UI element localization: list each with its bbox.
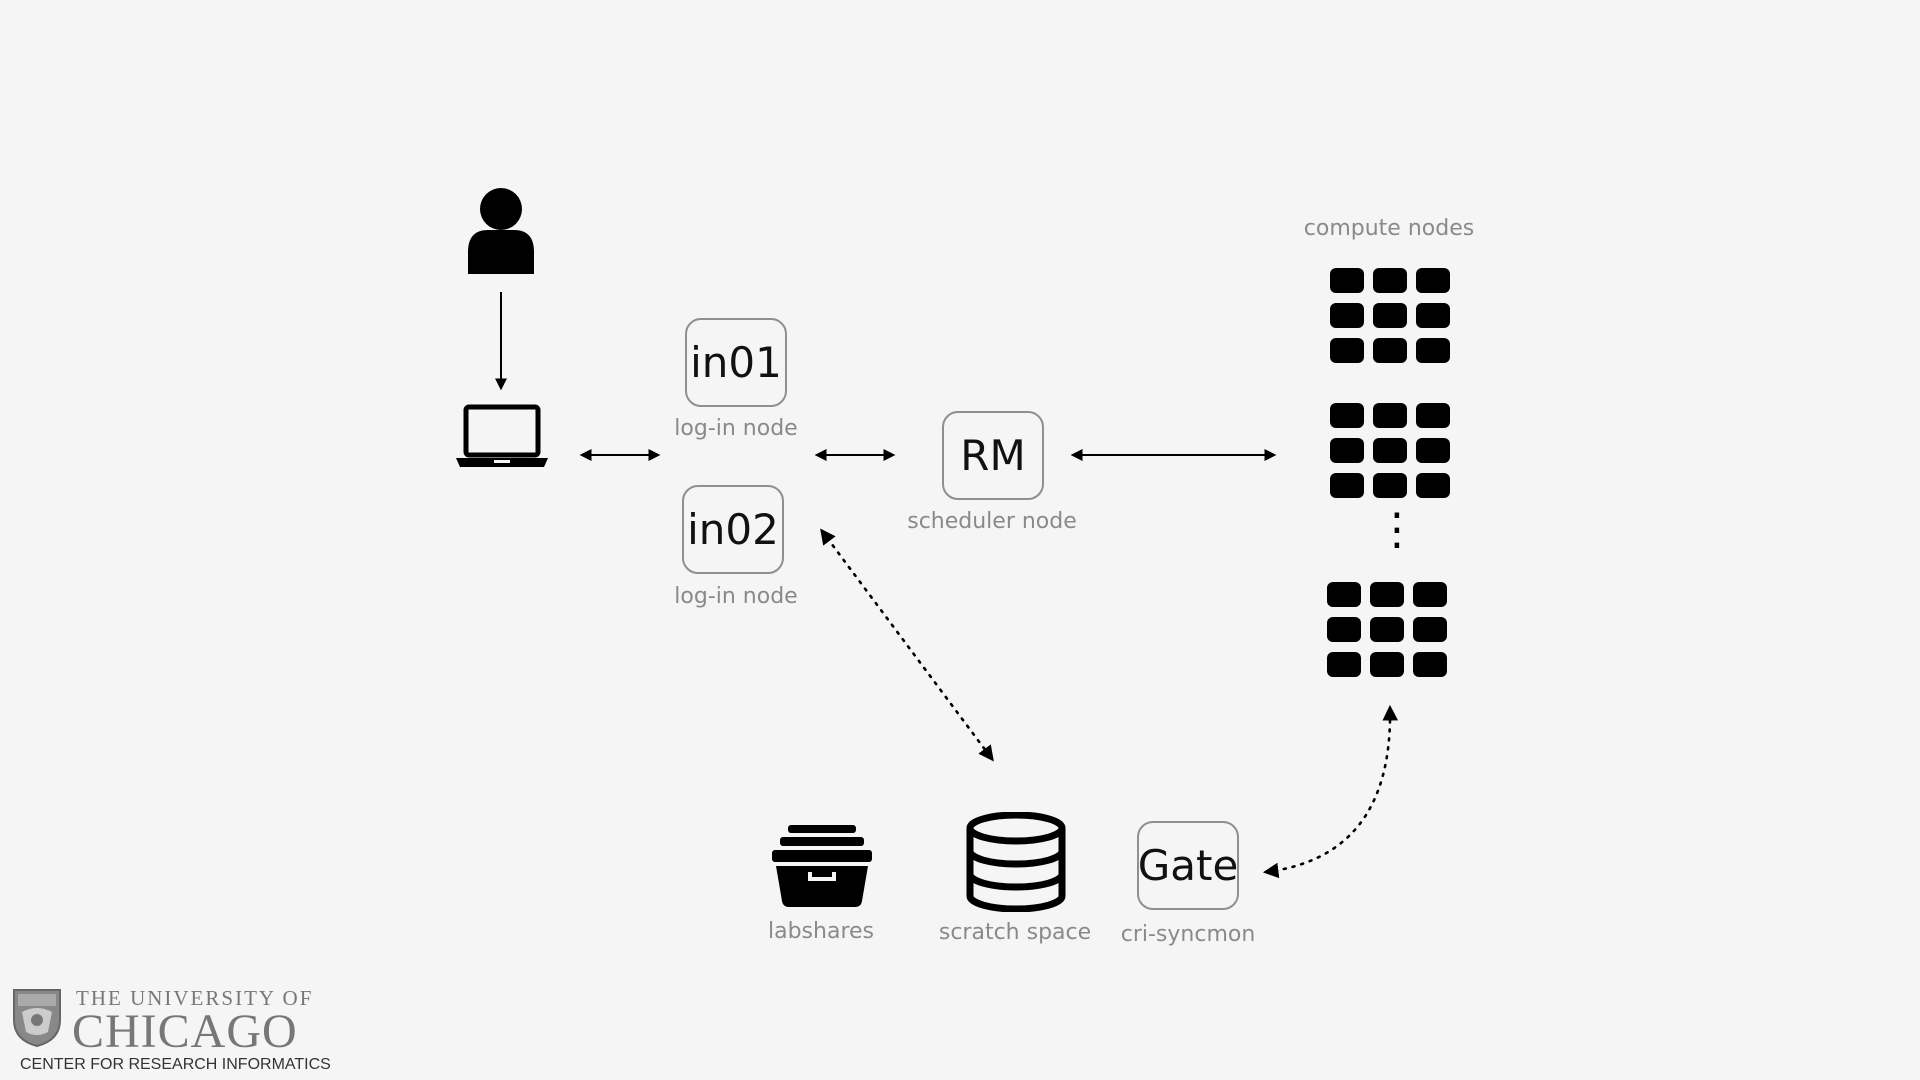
- logo-line-chicago: CHICAGO: [72, 1005, 298, 1058]
- compute-nodes-label: compute nodes: [1303, 216, 1475, 241]
- logo-line-center: CENTER FOR RESEARCH INFORMATICS: [20, 1056, 331, 1073]
- gate-node-label: cri-syncmon: [1120, 922, 1256, 947]
- scheduler-node-label: scheduler node: [907, 509, 1077, 534]
- gate-node-box[interactable]: Gate: [1137, 821, 1239, 910]
- server-grid-icon: [1330, 268, 1450, 363]
- university-logo: THE UNIVERSITY OF CHICAGO CENTER FOR RES…: [12, 986, 332, 1076]
- university-crest-icon: [13, 989, 61, 1048]
- server-grid-icon: [1330, 403, 1450, 498]
- dotted-arrow-login-scratch: [820, 528, 994, 762]
- login-node-in02-name: in02: [687, 505, 779, 554]
- database-icon[interactable]: [964, 812, 1068, 912]
- user-icon: [468, 188, 534, 274]
- laptop-icon: [456, 404, 548, 467]
- logo-line-university: THE UNIVERSITY OF: [76, 986, 314, 1010]
- scheduler-node-rm-name: RM: [960, 431, 1026, 480]
- gate-node-name: Gate: [1137, 841, 1239, 890]
- login-node-in01-box[interactable]: in01: [685, 318, 787, 407]
- scratch-space-label: scratch space: [938, 920, 1092, 945]
- scheduler-node-rm-box[interactable]: RM: [942, 411, 1044, 500]
- server-grid-icon: [1327, 582, 1447, 677]
- login-node-in02-box[interactable]: in02: [682, 485, 784, 574]
- archive-box-icon[interactable]: [772, 825, 872, 907]
- dotted-arrow-gate-compute: [1262, 704, 1399, 879]
- login-node-in01-label: log-in node: [674, 416, 798, 441]
- labshares-label: labshares: [767, 919, 875, 944]
- compute-nodes-ellipsis: ⋮: [1375, 504, 1419, 555]
- login-node-in01-name: in01: [690, 338, 782, 387]
- login-node-in02-label: log-in node: [674, 584, 798, 609]
